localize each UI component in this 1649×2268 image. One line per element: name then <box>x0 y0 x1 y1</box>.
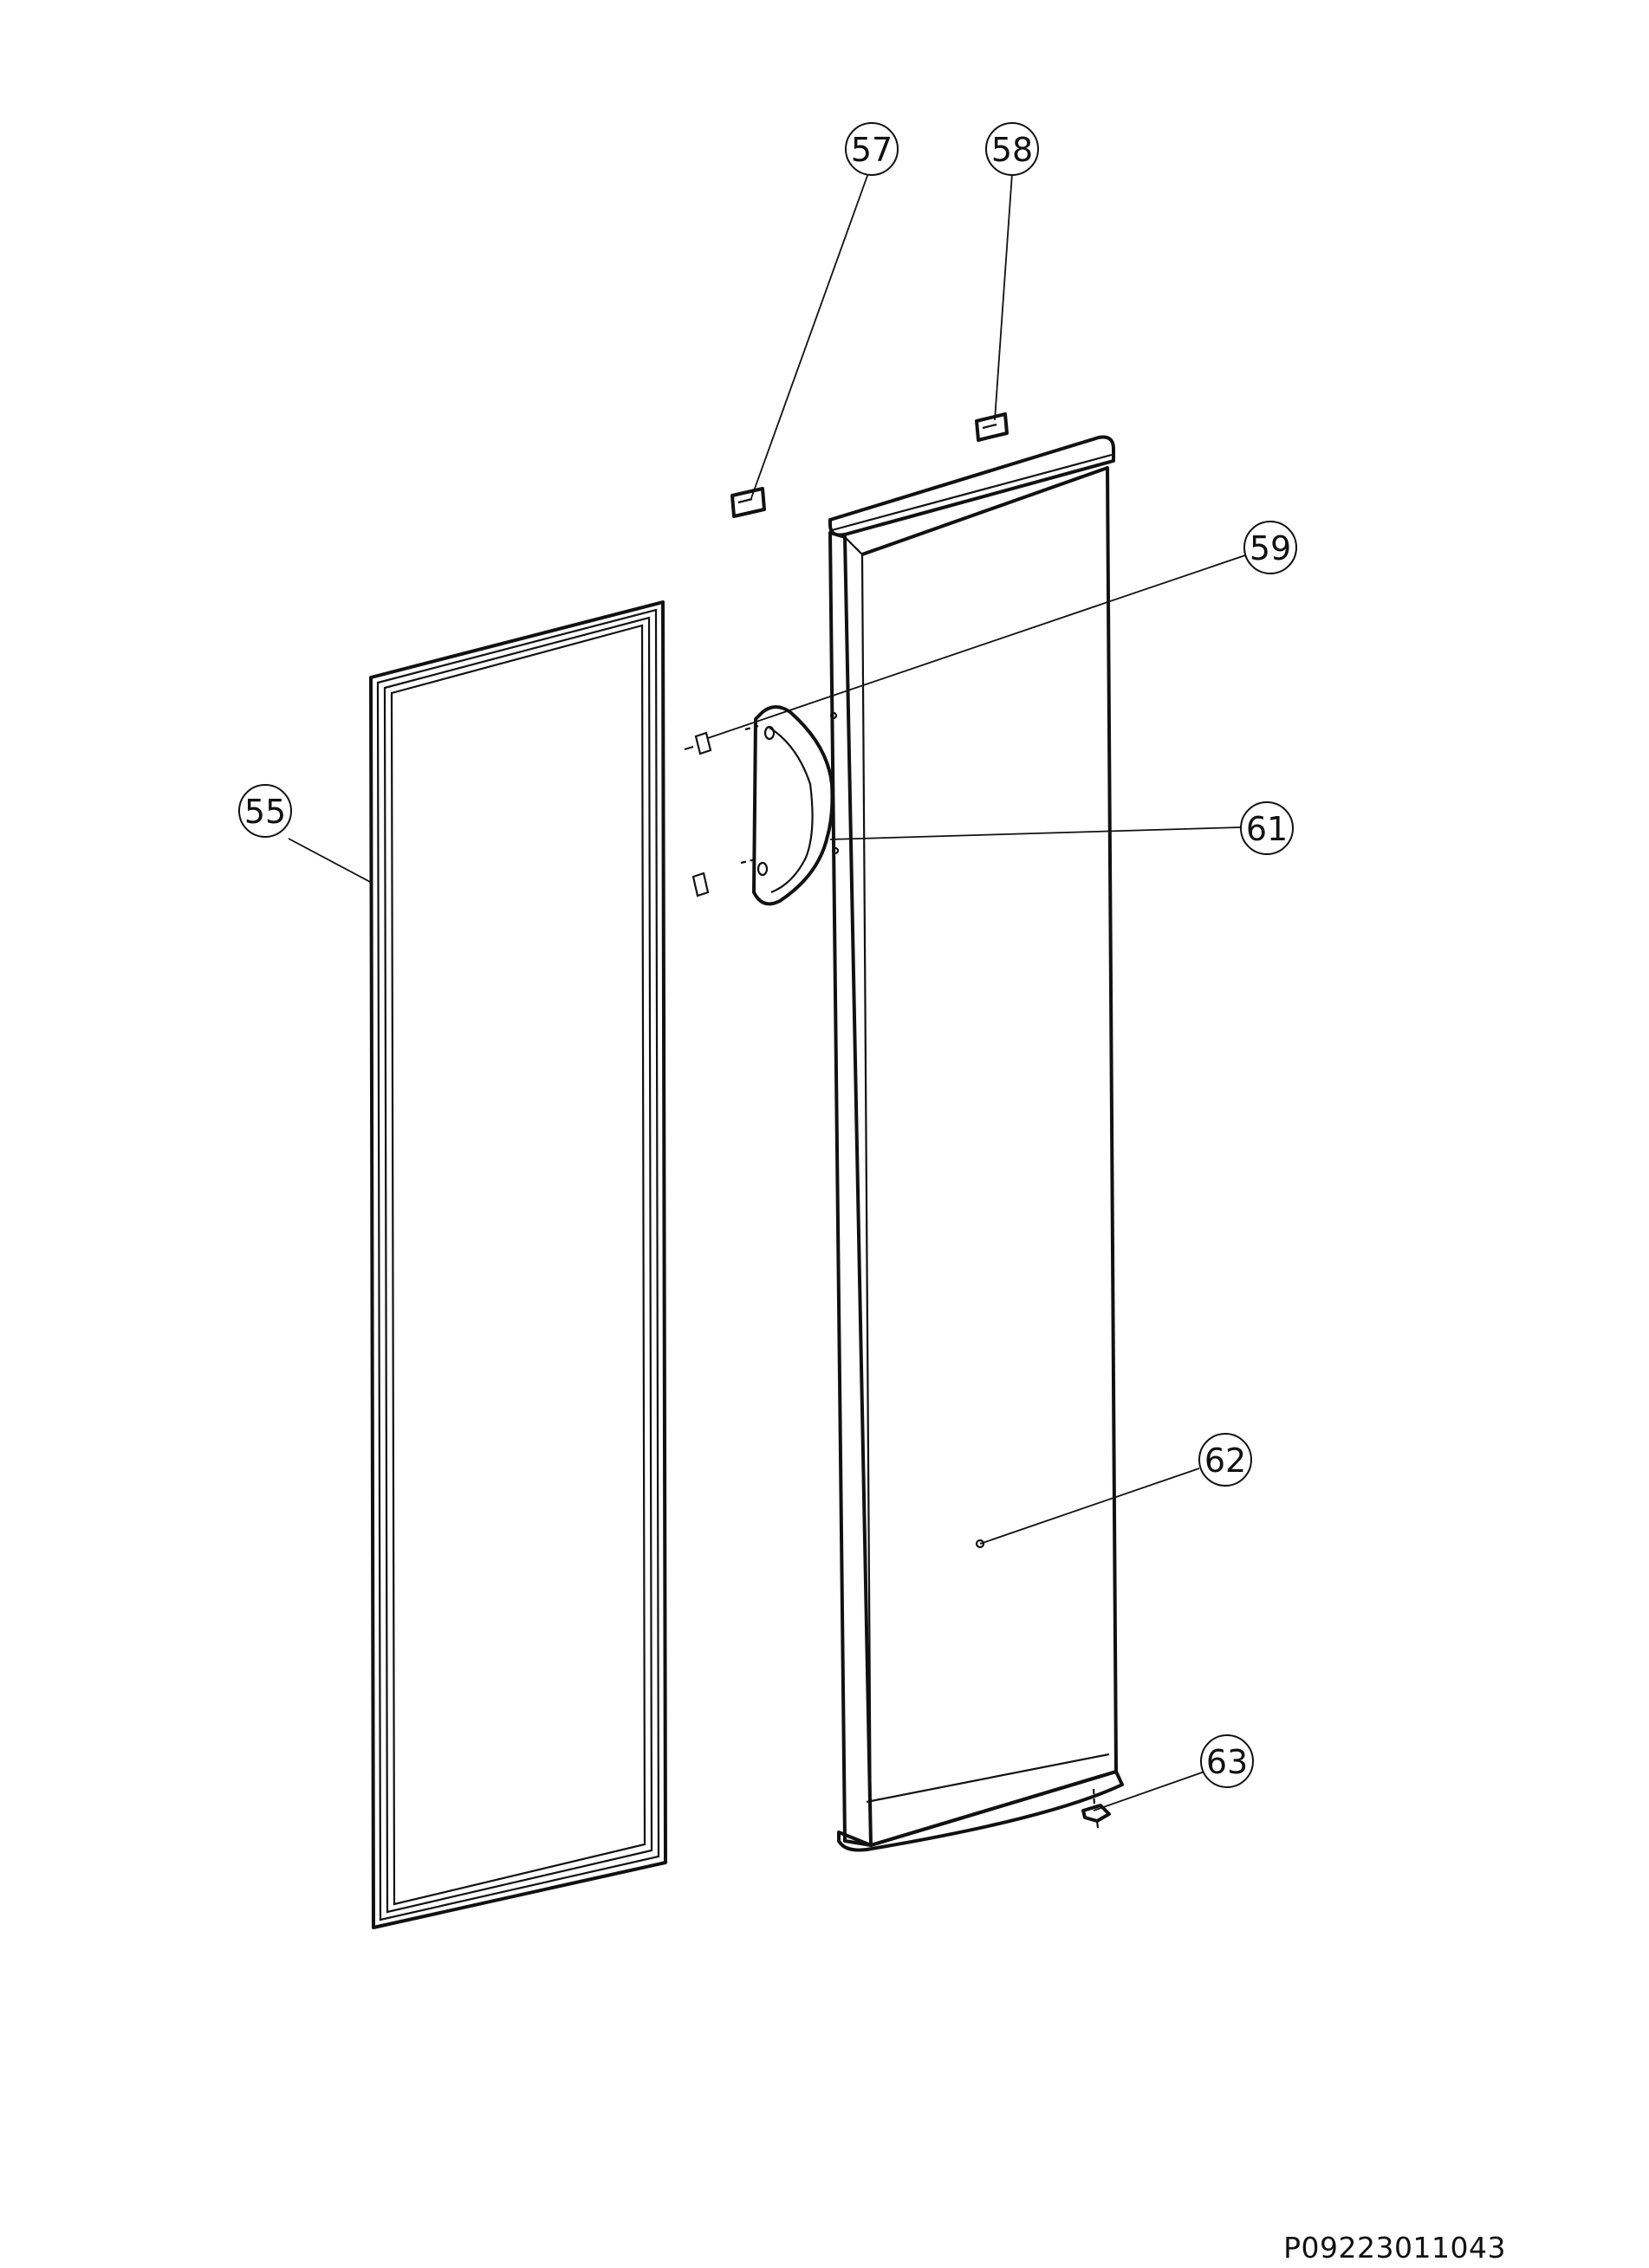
balloon-label-58: 58 <box>991 131 1033 169</box>
document-code: P09223011043 <box>1283 2231 1506 2265</box>
balloon-label-62: 62 <box>1204 1442 1246 1480</box>
hinge-bracket-right <box>975 412 1009 442</box>
door-panel <box>828 435 1124 1852</box>
balloon-63: 63 <box>1200 1734 1254 1788</box>
leader-lines <box>288 172 1249 1811</box>
balloon-59: 59 <box>1243 521 1297 574</box>
handle-screw-upper <box>684 724 759 755</box>
balloon-label-63: 63 <box>1206 1743 1248 1781</box>
balloon-label-55: 55 <box>244 793 286 831</box>
balloon-61: 61 <box>1240 801 1294 855</box>
balloon-label-61: 61 <box>1246 810 1288 848</box>
door-handle <box>752 705 834 906</box>
balloon-58: 58 <box>985 122 1039 176</box>
balloon-57: 57 <box>845 122 899 176</box>
handle-screw-lower <box>691 858 756 897</box>
door-gasket <box>369 600 667 1929</box>
lower-hinge-pin <box>1081 1788 1111 1829</box>
balloon-label-59: 59 <box>1250 529 1291 567</box>
balloon-label-57: 57 <box>851 131 893 169</box>
balloon-62: 62 <box>1198 1433 1252 1487</box>
hinge-bracket-left <box>730 487 766 518</box>
balloon-55: 55 <box>238 784 292 838</box>
